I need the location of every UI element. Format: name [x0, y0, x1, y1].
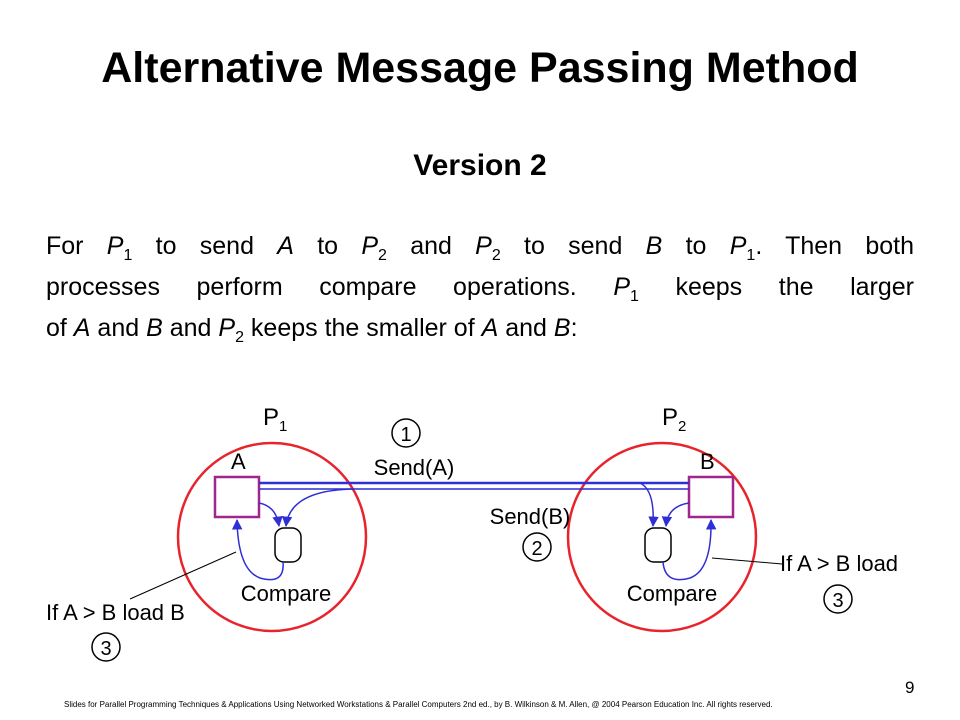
text: . Then both: [755, 232, 914, 260]
text: to: [293, 232, 362, 260]
subscript: 2: [491, 247, 501, 264]
var-a: A: [481, 314, 499, 342]
right-note-label: If A > B load: [780, 551, 898, 576]
compare-right-label: Compare: [627, 581, 717, 606]
text: to send: [132, 232, 278, 260]
compare-left-label: Compare: [241, 581, 331, 606]
text: For: [46, 232, 107, 260]
paragraph-line-3: of A and B and P2 keeps the smaller of A…: [46, 308, 914, 349]
step-1-circle: [391, 418, 421, 448]
var-p: P: [106, 232, 124, 260]
var-b: B: [645, 232, 663, 260]
step-3-left-circle: [91, 632, 121, 662]
compare-node-right: [644, 527, 672, 563]
description-paragraph: For P1 to send A to P2 and P2 to send B …: [46, 226, 914, 349]
step-3-right-circle: [823, 584, 853, 614]
step-2-number: 2: [531, 538, 542, 560]
process-p2-circle: [566, 441, 758, 633]
page-number: 9: [905, 678, 915, 697]
var-p: P: [218, 314, 236, 342]
var-p: P: [475, 232, 492, 260]
p1-label: P1: [263, 404, 287, 435]
message-passing-diagram: P1 P2 A B 1 Send(A) Send(B) 2 Compare Co…: [46, 404, 898, 662]
subscript: 2: [378, 247, 387, 264]
step-1-number: 1: [400, 424, 411, 446]
var-p: P: [361, 232, 379, 260]
text: and: [90, 314, 147, 342]
arrow-b-to-compare-left: [281, 488, 355, 528]
slide-subtitle: Version 2: [413, 149, 547, 182]
slide-title: Alternative Message Passing Method: [101, 44, 859, 92]
b-label: B: [700, 449, 715, 474]
text: and: [386, 232, 476, 260]
subscript: 1: [630, 288, 639, 305]
subscript: 2: [235, 329, 244, 346]
text: and: [498, 314, 554, 342]
step-3-left-number: 3: [100, 638, 111, 660]
right-note-pointer: [711, 557, 783, 565]
arrow-compare-right-to-b: [662, 518, 717, 581]
text: keeps the larger: [638, 273, 914, 301]
paragraph-line-2: processes perform compare operations. P1…: [46, 267, 914, 308]
step-2-circle: [522, 532, 552, 562]
left-note-label: If A > B load B: [46, 600, 185, 625]
variable-b-box: [687, 475, 735, 519]
process-p1-circle: [176, 441, 368, 633]
text: to send: [500, 232, 646, 260]
variable-a-box: [213, 475, 261, 519]
subscript: 1: [123, 247, 133, 264]
paragraph-line-1: For P1 to send A to P2 and P2 to send B …: [46, 226, 914, 267]
text: to: [662, 232, 730, 260]
step-3-right-number: 3: [832, 590, 843, 612]
text: processes perform compare operations.: [46, 273, 614, 301]
compare-node-left: [274, 527, 302, 563]
var-a: A: [277, 232, 294, 260]
subscript: 1: [746, 247, 756, 264]
arrow-b-to-compare-right: [661, 502, 690, 528]
text: keeps the smaller of: [243, 314, 482, 342]
arrow-compare-left-to-a: [231, 518, 284, 581]
arrow-a-to-compare-left: [258, 502, 283, 528]
send-b-label: Send(B): [490, 504, 571, 529]
a-label: A: [231, 449, 246, 474]
left-note-pointer: [129, 551, 237, 600]
p2-label: P2: [662, 404, 686, 435]
text: of: [46, 314, 74, 342]
var-b: B: [553, 314, 571, 342]
slide-footer: Slides for Parallel Programming Techniqu…: [64, 700, 773, 709]
var-a: A: [73, 314, 91, 342]
send-a-label: Send(A): [374, 455, 455, 480]
text: :: [570, 314, 578, 342]
text: and: [162, 314, 219, 342]
var-p: P: [613, 273, 630, 301]
arrow-a-to-compare-right: [639, 482, 659, 528]
var-b: B: [146, 314, 163, 342]
var-p: P: [729, 232, 747, 260]
